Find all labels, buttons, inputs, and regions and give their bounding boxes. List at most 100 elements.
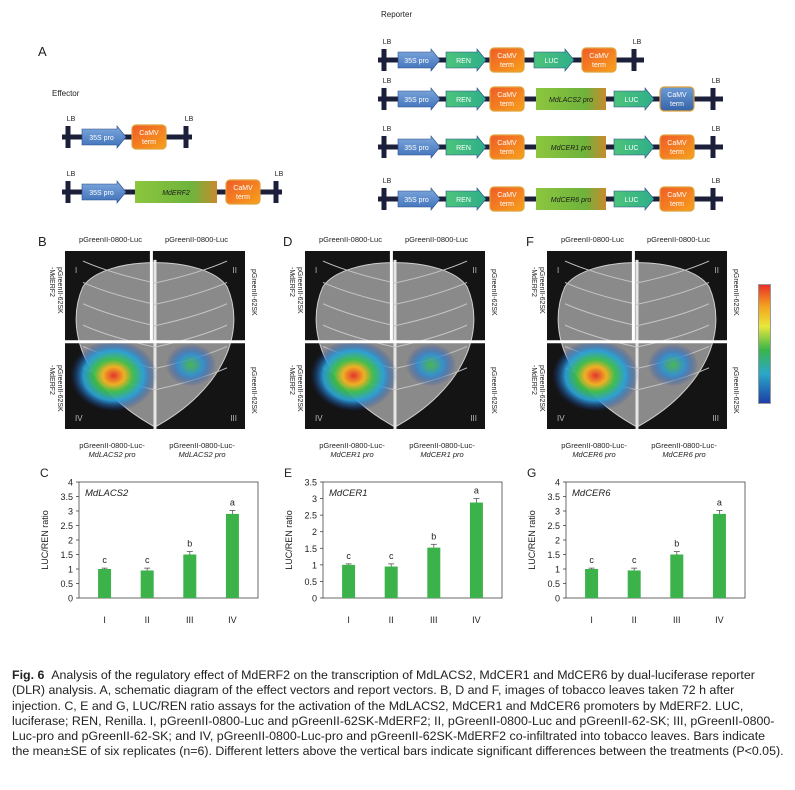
y-tick-label: 3 [312,494,317,504]
quadrant-label-iii: III [230,414,237,423]
leaf-label-bottom-left-line2: MdCER6 pro [572,450,616,459]
y-tick-label: 2.5 [60,521,73,531]
luminescence-signal-quadrant-iii [165,343,217,387]
ren-arrow [445,48,487,72]
ren-arrow-label: REN [456,58,471,65]
quadrant-label-iv: IV [557,414,565,423]
y-tick-label: 1.5 [60,550,73,560]
ren-arrow-label: REN [456,145,471,152]
leaf-label-top-left: pGreenII-0800-Luc [319,235,382,244]
camv-term-box [489,47,525,73]
y-tick-label: 2 [68,536,73,546]
y-axis-label: LUC/REN ratio [527,510,537,570]
side-label-line2: -MdERF2 [288,365,295,395]
bar [627,570,641,598]
camv-label: CaMV [497,53,517,60]
significance-letter: c [346,551,351,561]
leaf-side-label-bottom: pGreenII-62SK-MdERF2 [287,365,303,412]
side-label-line2: -MdERF2 [530,267,537,297]
y-tick-label: 1 [312,560,317,570]
term-label: term [670,149,684,156]
luc-arrow-label: LUC [624,97,638,104]
luminescence-signal-quadrant-iv [310,340,397,412]
side-label-line1: pGreenII-62SK [296,267,303,314]
camv-label: CaMV [233,185,253,192]
y-tick-label: 4 [555,478,560,488]
promoter-box-cer6-label: MdCER6 pro [551,197,592,204]
side-label-line2: -MdERF2 [48,365,55,395]
bar [670,554,684,598]
camv-label: CaMV [667,92,687,99]
promoter-box-cer1 [536,136,606,158]
y-tick-label: 0.5 [304,577,317,587]
significance-letter: a [717,497,722,507]
camv-term-box [225,179,261,205]
leaf-vein [636,260,710,284]
panel-letter-f: F [526,234,534,249]
leaf-vein [636,281,710,305]
pro-35s-arrow-label: 35S pro [404,97,429,104]
leaf-side-label-top: pGreenII-62SK-MdERF2 [287,267,303,314]
leaf-label-bottom-left: pGreenII-0800-Luc-MdLACS2 pro [67,441,157,459]
leaf-label-bottom-left-line1: pGreenII-0800-Luc- [561,441,627,450]
leaf-vein [564,281,638,305]
pro-35s-arrow [81,180,127,204]
mderf2-cds-box [135,181,217,203]
leaf-label-bottom-left: pGreenII-0800-Luc-MdCER1 pro [307,441,397,459]
leaf-vein [564,324,638,348]
y-tick-label: 4 [68,478,73,488]
luc-arrow [533,48,575,72]
leaf-label-bottom-right-line1: pGreenII-0800-Luc- [169,441,235,450]
y-tick-label: 0.5 [60,579,73,589]
y-tick-label: 3.5 [547,492,560,502]
x-tick-label: II [632,615,637,625]
quadrant-label-ii: II [233,266,237,275]
leaf-vein [636,324,710,348]
leaf-side-label-bottom: pGreenII-62SK-MdERF2 [47,365,63,412]
leaf-label-bottom-left-line1: pGreenII-0800-Luc- [319,441,385,450]
leaf-vein [564,260,638,284]
leaf-label-top-right: pGreenII-0800-Luc [405,235,468,244]
pro-35s-arrow-label: 35S pro [89,135,114,142]
quadrant-label-i: I [315,266,317,275]
significance-letter: b [187,539,192,549]
reporter-label: Reporter [381,10,413,19]
bar [585,569,599,598]
lb-border-mark [381,88,387,110]
side-label-line2: -MdERF2 [530,365,537,395]
y-tick-label: 1 [555,565,560,575]
camv-term-box [489,186,525,212]
quadrant-label-ii: II [715,266,719,275]
leaf-side-label-right-top: pGreenII-62SK [250,269,257,316]
promoter-box-lacs [536,88,606,110]
term-label: term [236,194,250,201]
term-label: term [500,101,514,108]
leaf-label-bottom-right-line2: MdLACS2 pro [178,450,226,459]
side-label-line2: -MdERF2 [48,267,55,297]
promoter-box-cer6 [536,188,606,210]
significance-letter: c [145,555,150,565]
bar [140,570,154,598]
camv-label: CaMV [667,192,687,199]
quadrant-label-iii: III [470,414,477,423]
leaf-vein [636,303,710,327]
lb-label: LB [383,178,392,185]
lb-border-mark [381,49,387,71]
lb-border-mark [65,181,71,203]
leaf-vein [82,260,156,284]
significance-letter: c [102,555,107,565]
lb-border-mark [183,126,189,148]
term-label: term [500,62,514,69]
pro-35s-arrow-label: 35S pro [89,190,114,197]
term-label: term [142,139,156,146]
term-label: term [592,62,606,69]
camv-term-box [659,186,695,212]
y-tick-label: 3.5 [304,478,317,488]
panel-letter-g: G [527,466,536,480]
camv-term-box [131,124,167,150]
camv-label: CaMV [139,130,159,137]
y-tick-label: 0 [312,594,317,604]
lb-label: LB [712,126,721,133]
